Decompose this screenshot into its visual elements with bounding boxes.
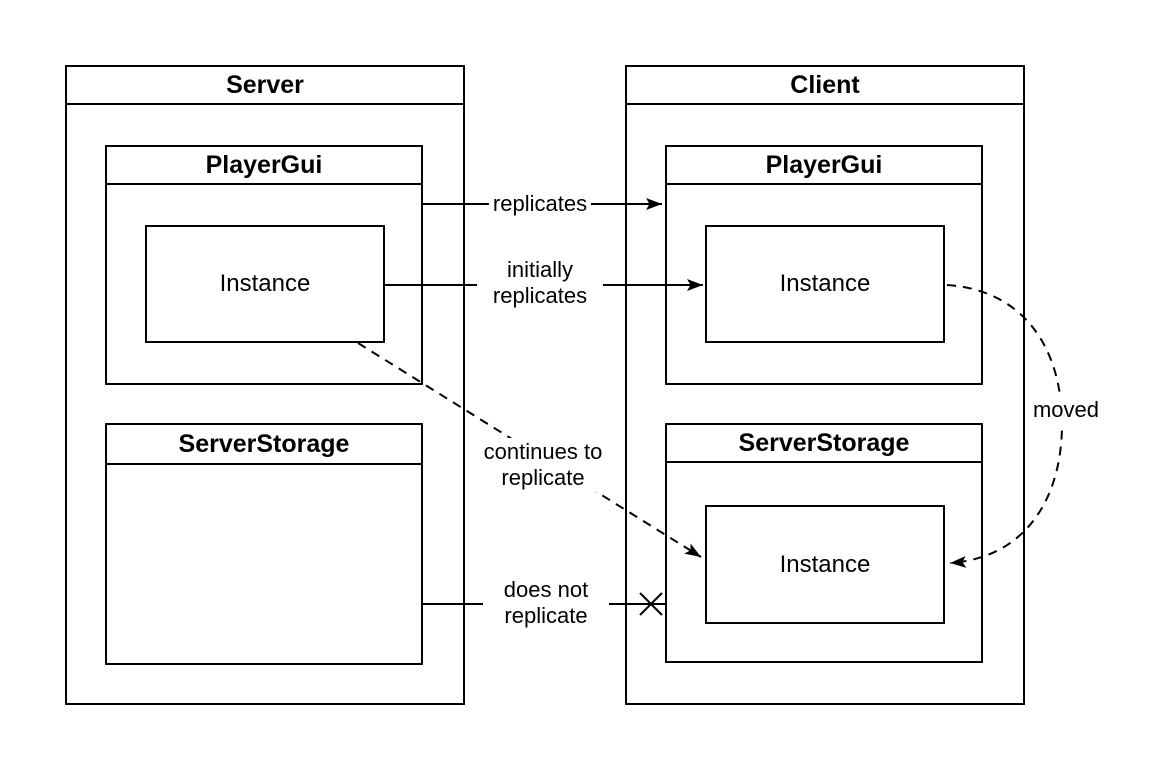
- server-playergui-instance-box: Instance: [145, 225, 385, 343]
- does-not-replicate-edge-label: does not replicate: [483, 576, 609, 630]
- server-title: Server: [67, 67, 463, 105]
- server-playergui-instance-label: Instance: [219, 270, 311, 297]
- continues-to-replicate-edge-label: continues to replicate: [468, 438, 618, 492]
- replicates-edge-label: replicates: [488, 190, 592, 218]
- server-serverstorage-title: ServerStorage: [107, 425, 421, 465]
- initially-replicates-edge-label: initially replicates: [477, 256, 603, 310]
- client-serverstorage-title: ServerStorage: [667, 425, 981, 463]
- client-serverstorage-instance-label: Instance: [779, 550, 871, 578]
- client-serverstorage-instance-box: Instance: [705, 505, 945, 624]
- server-playergui-box: PlayerGui: [105, 145, 423, 385]
- client-title: Client: [627, 67, 1023, 105]
- server-serverstorage-box: ServerStorage: [105, 423, 423, 665]
- moved-edge-label: moved: [1028, 396, 1104, 424]
- client-playergui-title: PlayerGui: [667, 147, 981, 185]
- server-playergui-title: PlayerGui: [107, 147, 421, 185]
- client-serverstorage-box: ServerStorage: [665, 423, 983, 663]
- client-playergui-instance-label: Instance: [779, 270, 871, 297]
- client-playergui-box: PlayerGui: [665, 145, 983, 385]
- client-playergui-instance-box: Instance: [705, 225, 945, 343]
